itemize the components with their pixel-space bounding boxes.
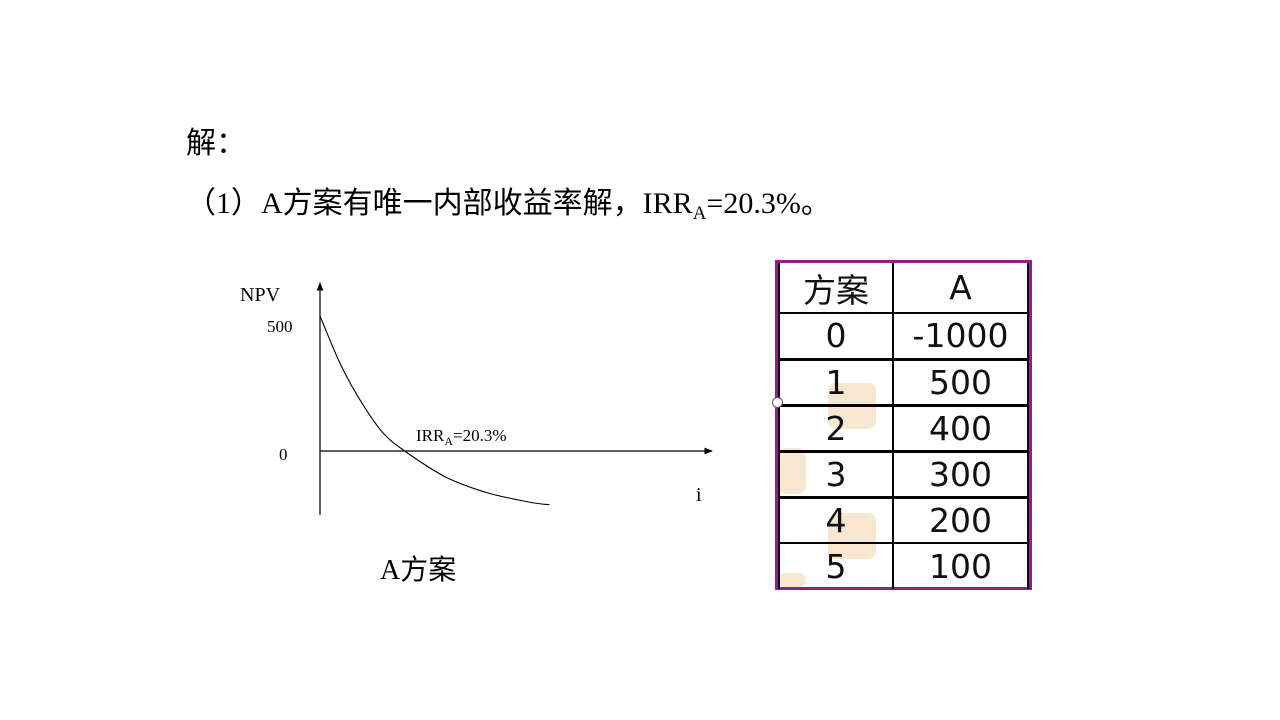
solution-heading: 解： — [186, 127, 246, 160]
table-header-cell: A — [892, 263, 1029, 314]
table-row: 2 400 — [778, 405, 1029, 453]
table-row: 0 -1000 — [778, 313, 1029, 361]
cashflow-table-frame: 方案 A 0 -1000 1 500 2 400 3 300 4 200 5 1… — [772, 260, 1032, 590]
table-cell-period: 3 — [778, 451, 894, 499]
table-cell-period: 0 — [778, 313, 894, 361]
x-axis-label: i — [696, 484, 702, 506]
table-row: 4 200 — [778, 497, 1029, 544]
table-header-row: 方案 A — [778, 263, 1029, 314]
table-cell-cashflow: 200 — [892, 497, 1029, 544]
npv-curve — [319, 315, 550, 506]
solution-text: （1）A方案有唯一内部收益率解，IRR — [186, 187, 693, 220]
table-cell-cashflow: 100 — [892, 543, 1029, 589]
table-row: 1 500 — [778, 359, 1029, 407]
table-row: 3 300 — [778, 451, 1029, 499]
solution-result: =20.3%。 — [706, 187, 831, 220]
irr-annotation-main: IRR — [416, 426, 445, 445]
chart-caption: A方案 — [380, 555, 457, 586]
irr-annotation: IRRA=20.3% — [416, 426, 507, 448]
table-cell-cashflow: 400 — [892, 405, 1029, 453]
y-tick-label-0: 0 — [279, 445, 288, 464]
table-cell-cashflow: 300 — [892, 451, 1029, 499]
irr-annotation-sub: A — [444, 434, 453, 448]
cashflow-table: 方案 A 0 -1000 1 500 2 400 3 300 4 200 5 1… — [778, 263, 1029, 589]
table-cell-period: 4 — [778, 497, 894, 544]
table-cell-cashflow: -1000 — [892, 313, 1029, 361]
table-cell-cashflow: 500 — [892, 359, 1029, 407]
y-axis-label: NPV — [240, 284, 281, 306]
table-cell-period: 1 — [778, 359, 894, 407]
npv-chart: NPV 500 0 i IRRA=20.3% — [240, 282, 713, 515]
solution-statement: （1）A方案有唯一内部收益率解，IRRA=20.3%。 — [186, 184, 831, 224]
table-row: 5 100 — [778, 543, 1029, 589]
resize-handle[interactable] — [772, 397, 783, 408]
y-tick-label-500: 500 — [267, 317, 293, 336]
table-cell-period: 5 — [778, 543, 894, 589]
table-header-cell: 方案 — [778, 263, 894, 314]
irr-annotation-rest: =20.3% — [453, 426, 507, 445]
solution-subscript: A — [692, 203, 707, 224]
table-cell-period: 2 — [778, 405, 894, 453]
